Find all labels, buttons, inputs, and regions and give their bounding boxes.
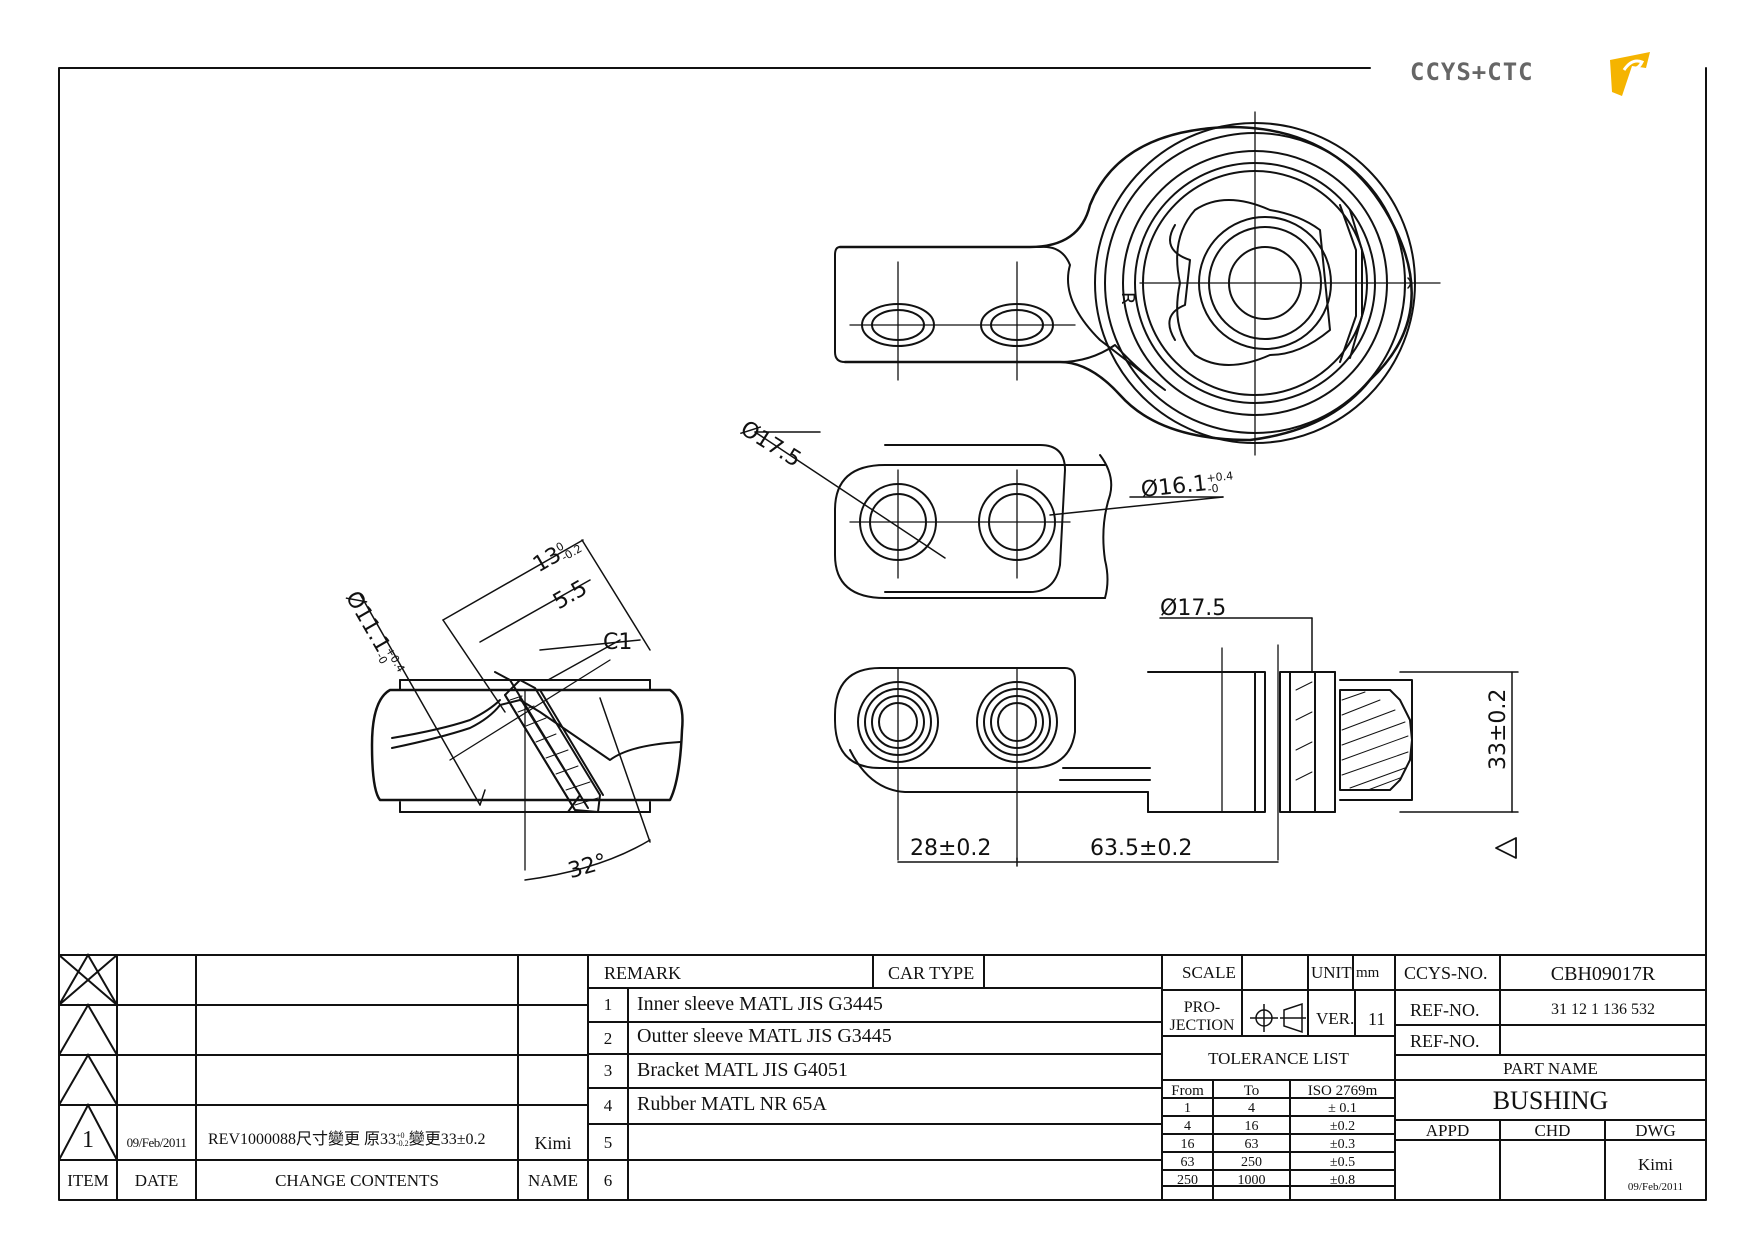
rev-header-name: NAME — [527, 1171, 579, 1190]
section-hatch — [1295, 681, 1409, 791]
tol-from-4: 63 — [1180, 1155, 1195, 1170]
projection-label-1: PRO- — [1183, 999, 1221, 1016]
scale-label: SCALE — [1182, 963, 1236, 982]
dwg-label: DWG — [1635, 1121, 1676, 1140]
ccys-no: CBH09017R — [1550, 963, 1656, 985]
remark-no-5: 5 — [603, 1133, 613, 1152]
appd-label: APPD — [1425, 1121, 1470, 1140]
tol-to-2: 16 — [1244, 1119, 1259, 1134]
dim-pitch-1: 28±0.2 — [910, 836, 992, 861]
tol-from-2: 4 — [1184, 1119, 1191, 1134]
company-logo: CCYS+CTC — [1410, 48, 1660, 102]
dim-pitch-2: 63.5±0.2 — [1090, 836, 1193, 861]
logo-mark-icon: CCYS+CTC — [1410, 52, 1650, 96]
remark-no-4: 4 — [603, 1096, 613, 1115]
side-view-centerlines — [897, 644, 1279, 861]
section-detail — [370, 671, 684, 813]
rev-date-1: 09/Feb/2011 — [126, 1135, 187, 1150]
tol-from-1: 1 — [1184, 1101, 1191, 1116]
tolerance-title: TOLERANCE LIST — [1208, 1049, 1349, 1068]
section-dimensions — [359, 539, 651, 881]
tol-from-3: 16 — [1180, 1137, 1195, 1152]
car-type-header: CAR TYPE — [888, 963, 975, 983]
rev-content-1-sub: -0.2 — [396, 1139, 409, 1148]
remark-header: REMARK — [604, 963, 682, 983]
tol-header-from: From — [1171, 1083, 1204, 1099]
tol-to-4: 250 — [1241, 1155, 1262, 1170]
rev-content-1-tail: 變更33±0.2 — [408, 1131, 486, 1148]
ver-label: VER. — [1316, 1009, 1355, 1028]
remark-no-2: 2 — [603, 1029, 613, 1048]
section-hatch-left — [509, 695, 599, 806]
remark-no-6: 6 — [603, 1171, 613, 1190]
unit-value: mm — [1356, 965, 1380, 981]
tol-to-1: 4 — [1248, 1101, 1255, 1116]
dim-side-dia: Ø17.5 — [1160, 596, 1227, 621]
dwg-date: 09/Feb/2011 — [1627, 1181, 1684, 1193]
rev-name-1: Kimi — [534, 1133, 572, 1153]
chd-label: CHD — [1534, 1121, 1571, 1140]
remark-text-4: Rubber MATL NR 65A — [637, 1093, 827, 1115]
tol-val-1: ± 0.1 — [1328, 1101, 1357, 1116]
side-dimensions — [897, 617, 1519, 867]
remark-no-1: 1 — [603, 995, 613, 1014]
unit-label: UNIT — [1311, 963, 1352, 982]
tol-val-4: ±0.5 — [1329, 1155, 1356, 1170]
ver-value: 11 — [1368, 1009, 1386, 1029]
tol-to-3: 63 — [1244, 1137, 1259, 1152]
dim-height: 33±0.2 — [1486, 688, 1511, 770]
ref-no-label-2: REF-NO. — [1410, 1031, 1480, 1051]
projection-symbol-icon — [1250, 1002, 1306, 1034]
part-name-label: PART NAME — [1503, 1059, 1598, 1078]
ccys-no-label: CCYS-NO. — [1404, 963, 1488, 983]
tol-to-5: 1000 — [1237, 1173, 1266, 1188]
tol-val-2: ±0.2 — [1329, 1119, 1356, 1134]
tol-header-to: To — [1243, 1083, 1260, 1099]
section-centerlines — [449, 659, 611, 871]
tol-from-5: 250 — [1177, 1173, 1198, 1188]
drawing-border — [58, 67, 1707, 1201]
side-mark-r: R — [1117, 292, 1138, 305]
side-view — [834, 667, 1413, 813]
tol-val-5: ±0.8 — [1329, 1173, 1356, 1188]
rev-header-date: DATE — [134, 1171, 179, 1190]
remark-no-3: 3 — [603, 1061, 613, 1080]
title-block-grid — [58, 954, 1706, 1200]
revision-triangles — [58, 953, 118, 1161]
remark-text-1: Inner sleeve MATL JIS G3445 — [637, 993, 883, 1015]
remark-text-3: Bracket MATL JIS G4051 — [637, 1059, 848, 1081]
remark-text-2: Outter sleeve MATL JIS G3445 — [637, 1025, 892, 1047]
datum-triangle — [1495, 837, 1517, 859]
tol-val-3: ±0.3 — [1329, 1137, 1356, 1152]
ref-no: 31 12 1 136 532 — [1551, 1001, 1655, 1018]
svg-text:CCYS+CTC: CCYS+CTC — [1410, 58, 1534, 86]
top-view-centerlines — [849, 111, 1441, 456]
rev-content-1-sup: +0 — [396, 1131, 405, 1140]
projection-label-2: JECTION — [1169, 1017, 1235, 1034]
middle-view-centerlines — [849, 469, 1071, 579]
tol-header-iso: ISO 2769m — [1307, 1083, 1378, 1099]
dwg-value: Kimi — [1638, 1155, 1673, 1174]
dim-chamfer: C1 — [603, 630, 633, 655]
rev-item-1: 1 — [82, 1127, 94, 1153]
rev-content-1-text: REV1000088尺寸變更 原33 — [208, 1131, 397, 1148]
rev-header-item: ITEM — [67, 1171, 109, 1190]
rev-header-content: CHANGE CONTENTS — [275, 1171, 439, 1190]
part-name: BUSHING — [1492, 1086, 1609, 1115]
ref-no-label: REF-NO. — [1410, 1000, 1480, 1020]
